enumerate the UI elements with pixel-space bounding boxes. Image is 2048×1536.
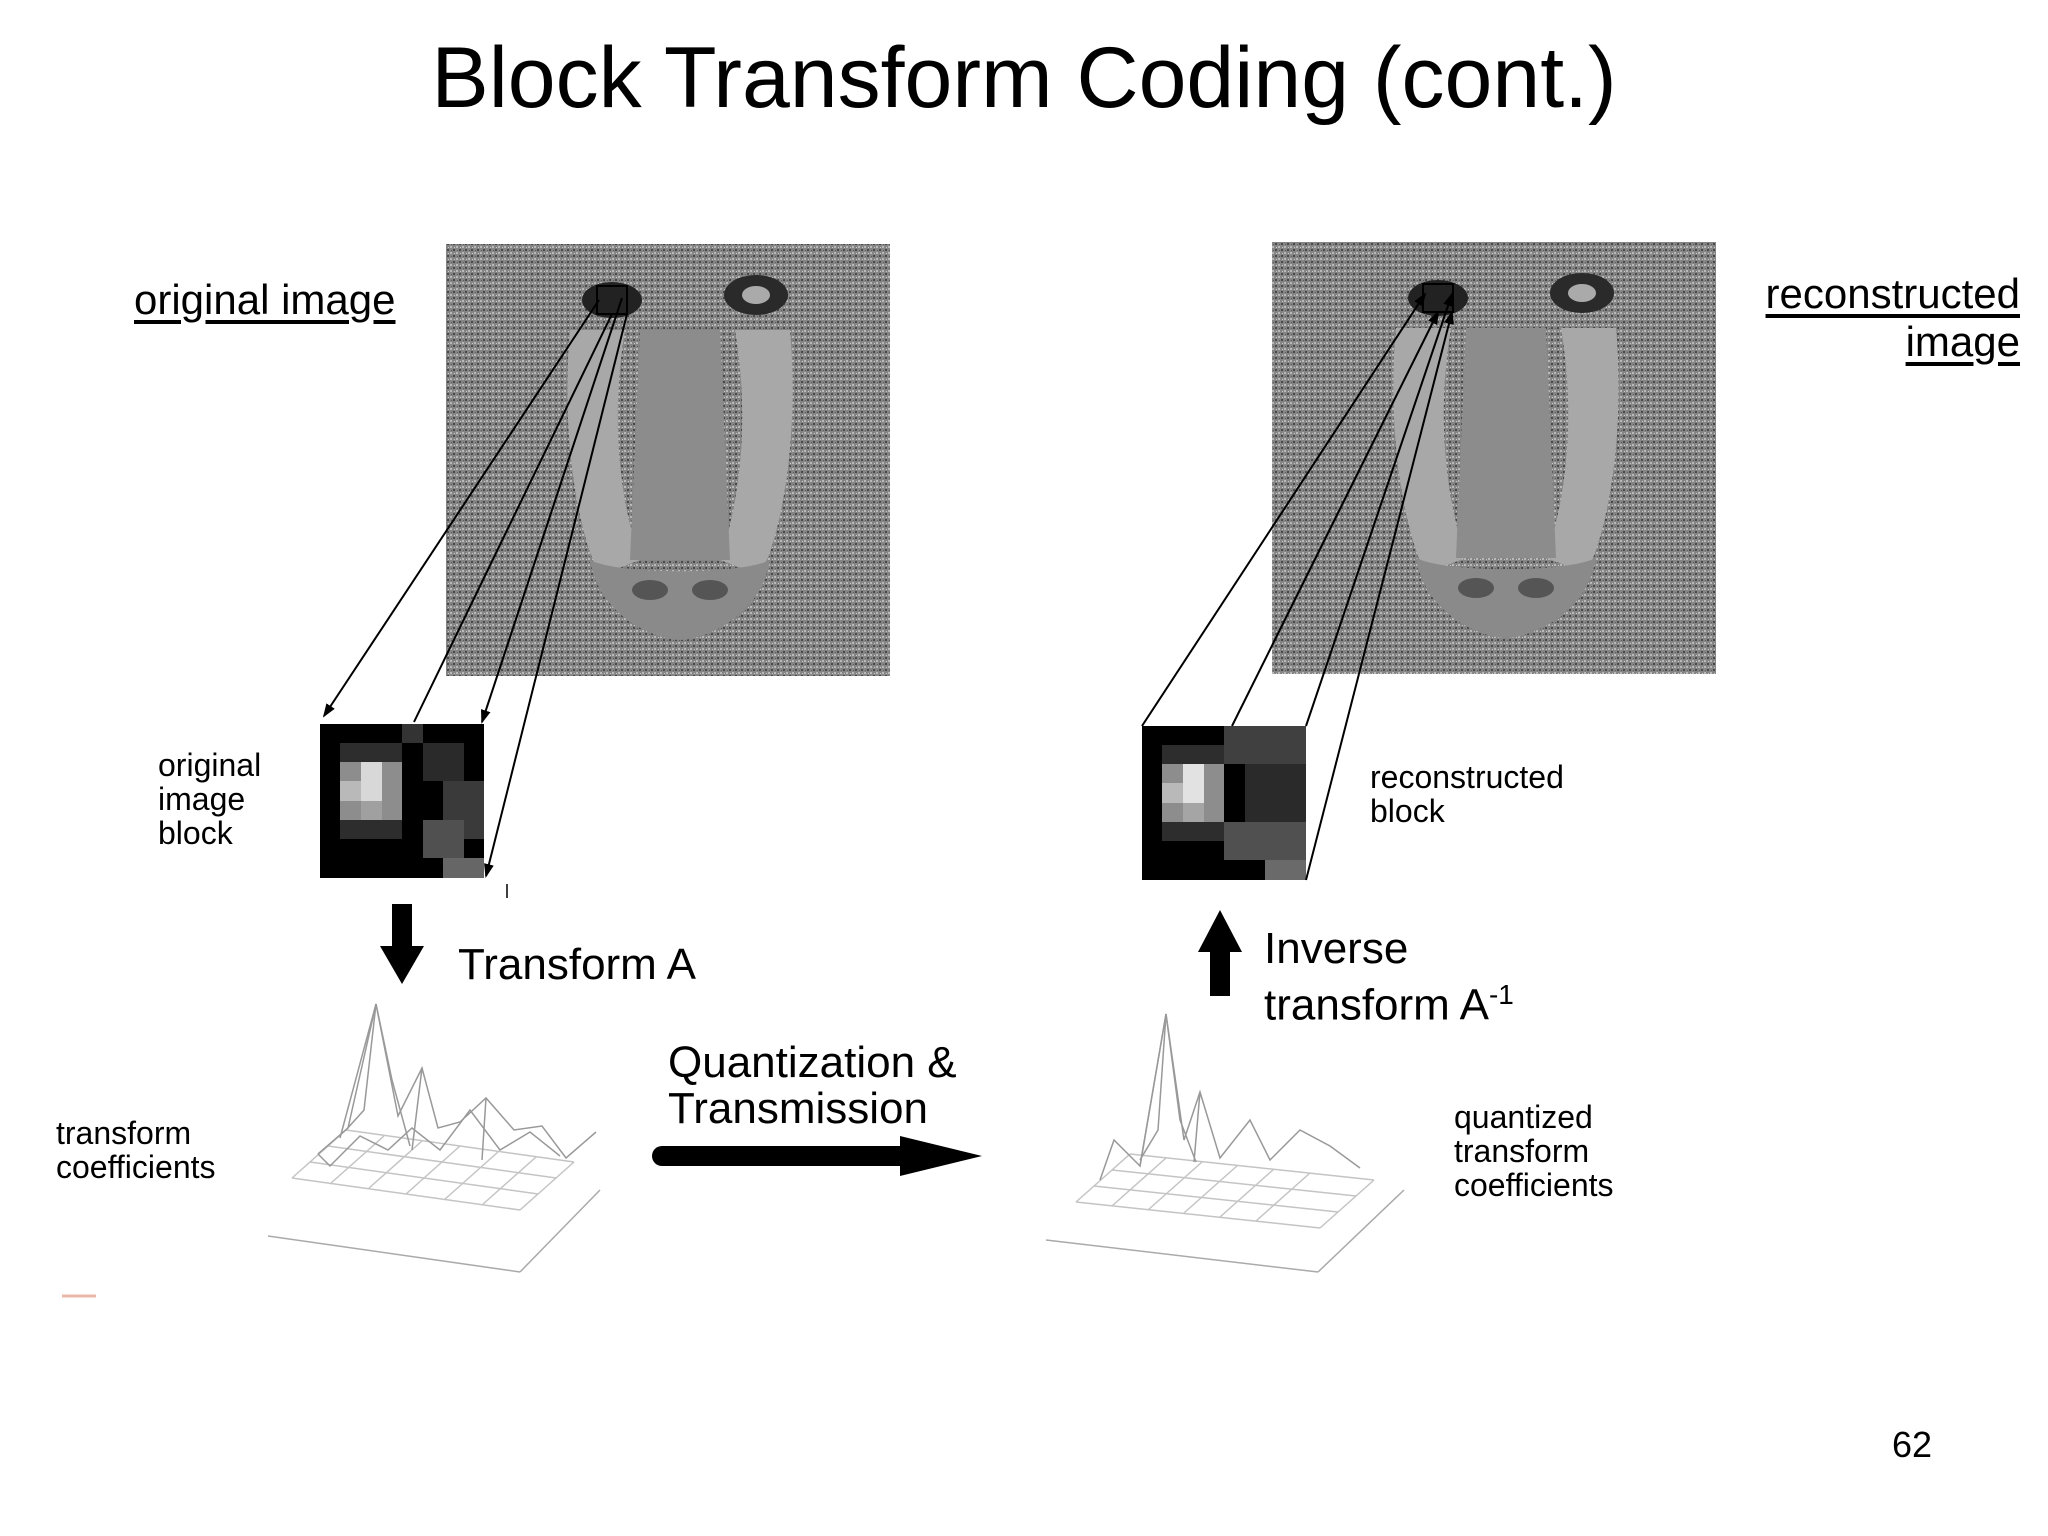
- reconstructed-block-label: reconstructed block: [1370, 760, 1564, 828]
- quantization-transmission-label: Quantization & Transmission: [668, 1040, 957, 1132]
- transform-coefficients-plot: [267, 1003, 601, 1273]
- original-image-label: original image: [134, 276, 396, 323]
- original-block-label-line3: block: [158, 815, 233, 851]
- original-block-label-line1: original: [158, 747, 262, 783]
- reconstructed-projection-lines: [1141, 292, 1454, 881]
- transform-coefficients-label-line1: transform: [56, 1115, 192, 1151]
- original-projection-lines: [322, 297, 628, 878]
- reconstructed-image-label: reconstructed image: [1700, 270, 2020, 366]
- quantized-coefficients-label-line2: transform: [1454, 1133, 1590, 1169]
- inverse-superscript: -1: [1488, 979, 1514, 1010]
- transform-coefficients-label: transform coefficients: [56, 1116, 216, 1184]
- page-number: 62: [1892, 1424, 1933, 1465]
- original-baboon-image: [446, 244, 890, 676]
- transform-arrow-down: [380, 904, 424, 984]
- inverse-transform-arrow-up: [1198, 910, 1242, 996]
- original-block-label-line2: image: [158, 781, 246, 817]
- quantized-coefficients-plot: [1045, 1013, 1405, 1273]
- quantized-coefficients-label: quantized transform coefficients: [1454, 1100, 1614, 1202]
- quantization-label-line2: Transmission: [668, 1084, 928, 1133]
- inverse-transform-label: Inverse transform A-1: [1264, 926, 1514, 1029]
- slide-title: Block Transform Coding (cont.): [431, 30, 1617, 126]
- quantization-label-line1: Quantization &: [668, 1038, 957, 1087]
- inverse-transform-label-text: transform A: [1264, 980, 1489, 1030]
- transform-label: Transform A: [458, 940, 696, 989]
- inverse-transform-label-line1: Inverse: [1264, 924, 1409, 973]
- reconstructed-block-label-line2: block: [1370, 793, 1445, 829]
- quantized-coefficients-label-line1: quantized: [1454, 1099, 1593, 1135]
- original-block-label: original image block: [158, 748, 261, 850]
- reconstructed-block: [1142, 726, 1306, 880]
- reconstructed-image-label-line1: reconstructed: [1765, 270, 2020, 317]
- transform-coefficients-label-line2: coefficients: [56, 1149, 216, 1185]
- original-image-block: [320, 724, 484, 878]
- reconstructed-image-label-line2: image: [1905, 318, 2020, 365]
- inverse-transform-label-line2: transform A-1: [1264, 972, 1514, 1029]
- quantized-coefficients-label-line3: coefficients: [1454, 1167, 1614, 1203]
- quantization-arrow-right: [652, 1136, 982, 1176]
- reconstructed-baboon-image: [1272, 242, 1716, 674]
- reconstructed-block-label-line1: reconstructed: [1370, 759, 1564, 795]
